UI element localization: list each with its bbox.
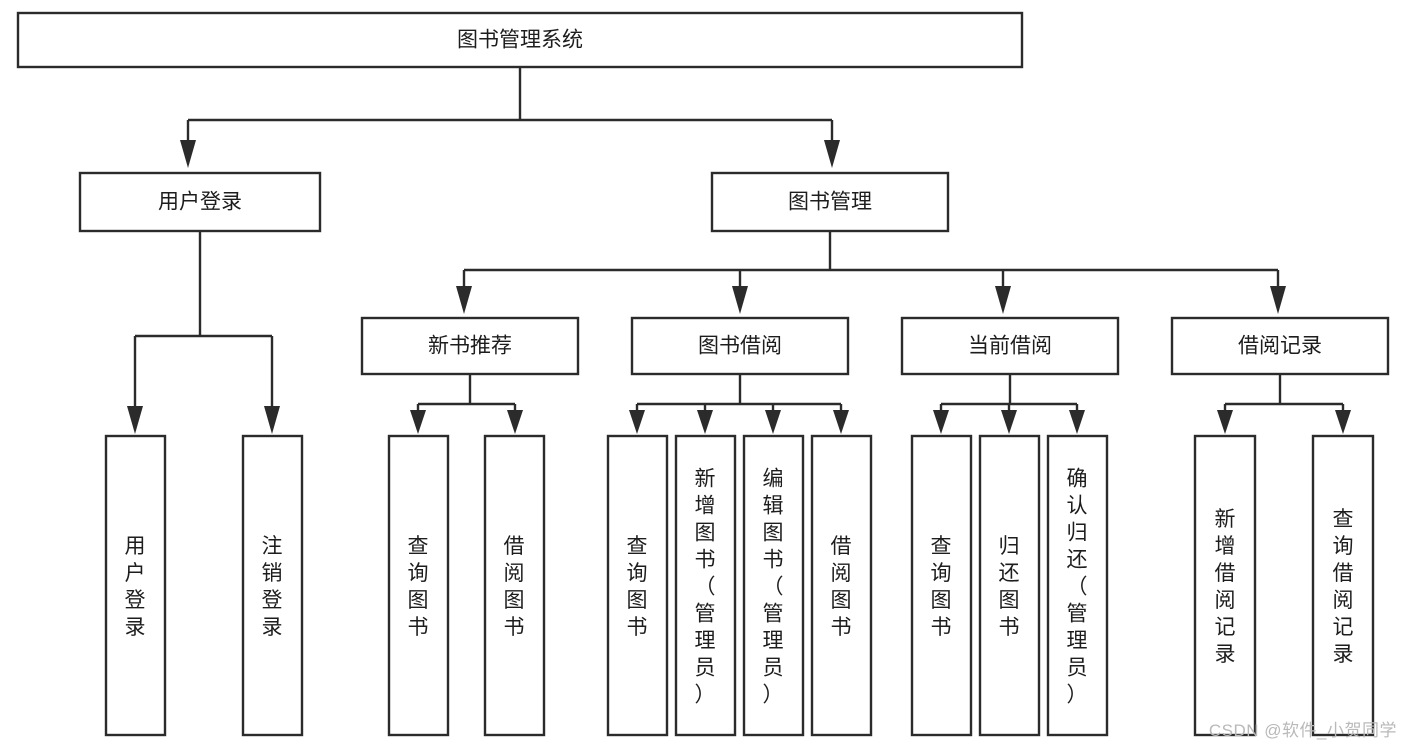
node-leaf-cur-confirm-return[interactable]: 确认归还（管理员）: [1046, 434, 1109, 737]
node-new-book-rec-box[interactable]: [360, 316, 580, 376]
arrow-head-leaf-user-logout: [264, 406, 280, 434]
node-leaf-borrow-edit-book-box[interactable]: [742, 434, 805, 737]
node-leaf-cur-confirm-return-box[interactable]: [1046, 434, 1109, 737]
node-new-book-rec[interactable]: 新书推荐: [360, 316, 580, 376]
node-leaf-cur-confirm-return-label: 确认归还（管理员）: [1067, 468, 1088, 707]
node-current-borrow[interactable]: 当前借阅: [900, 316, 1120, 376]
node-leaf-cur-return-book[interactable]: 归还图书: [978, 434, 1041, 737]
node-user-login[interactable]: 用户登录: [78, 171, 322, 233]
edge-book-manage-to-level3: [456, 231, 1286, 314]
edge-book-borrow-to-leaves: [629, 374, 849, 434]
edge-borrow-record-to-leaves: [1217, 374, 1351, 434]
arrow-head-book-manage: [824, 140, 840, 168]
node-leaf-borrow-query-book[interactable]: 查询图书: [606, 434, 669, 737]
node-leaf-rec-query-book-label: 查询图书: [408, 535, 429, 639]
arrow-head-leaf-borrow-edit-book: [765, 410, 781, 434]
node-leaf-user-login-label: 用户登录: [125, 535, 146, 639]
arrow-head-leaf-rec-add-record: [1217, 410, 1233, 434]
node-leaf-borrow-edit-book-label: 编辑图书（管理员）: [763, 468, 784, 707]
edge-user-login-to-leaves: [127, 231, 280, 434]
node-leaf-rec-query-book-box[interactable]: [387, 434, 450, 737]
node-leaf-borrow-borrow-book-box[interactable]: [810, 434, 873, 737]
node-leaf-user-logout-label: 注销登录: [262, 535, 283, 639]
arrow-head-leaf-cur-query-book: [933, 410, 949, 434]
node-root-label: 图书管理系统: [457, 29, 583, 52]
node-root[interactable]: 图书管理系统: [16, 11, 1024, 69]
arrow-head-leaf-borrow-add-book: [697, 410, 713, 434]
csdn-watermark: CSDN @软件_小贺同学: [1208, 721, 1397, 740]
node-user-login-box[interactable]: [78, 171, 322, 233]
node-borrow-record-box[interactable]: [1170, 316, 1390, 376]
node-leaf-rec-borrow-book-label: 借阅图书: [504, 535, 525, 639]
node-leaf-rec-query-book[interactable]: 查询图书: [387, 434, 450, 737]
node-leaf-rec-borrow-book[interactable]: 借阅图书: [483, 434, 546, 737]
arrow-head-leaf-borrow-borrow-book: [833, 410, 849, 434]
node-user-login-label: 用户登录: [158, 191, 242, 214]
node-leaf-rec-add-record-box[interactable]: [1193, 434, 1257, 737]
node-leaf-cur-query-book[interactable]: 查询图书: [910, 434, 973, 737]
node-book-borrow-box[interactable]: [630, 316, 850, 376]
node-current-borrow-box[interactable]: [900, 316, 1120, 376]
node-leaf-cur-query-book-label: 查询图书: [931, 535, 952, 639]
arrow-head-current-borrow: [995, 286, 1011, 314]
node-root-box[interactable]: [16, 11, 1024, 69]
arrow-head-book-borrow: [732, 286, 748, 314]
node-leaf-borrow-borrow-book[interactable]: 借阅图书: [810, 434, 873, 737]
node-leaf-borrow-edit-book[interactable]: 编辑图书（管理员）: [742, 434, 805, 737]
node-leaf-rec-query-record-label: 查询借阅记录: [1333, 508, 1354, 666]
node-leaf-user-login[interactable]: 用户登录: [104, 434, 167, 737]
node-leaf-rec-query-record-box[interactable]: [1311, 434, 1375, 737]
node-borrow-record[interactable]: 借阅记录: [1170, 316, 1390, 376]
node-book-manage[interactable]: 图书管理: [710, 171, 950, 233]
node-leaf-rec-query-record[interactable]: 查询借阅记录: [1311, 434, 1375, 737]
node-leaf-rec-add-record[interactable]: 新增借阅记录: [1193, 434, 1257, 737]
arrow-head-leaf-user-login: [127, 406, 143, 434]
edge-new-book-rec-to-leaves: [410, 374, 523, 434]
arrow-head-leaf-cur-confirm-return: [1069, 410, 1085, 434]
node-leaf-user-logout[interactable]: 注销登录: [241, 434, 304, 737]
arrow-head-borrow-record: [1270, 286, 1286, 314]
node-leaf-borrow-add-book-box[interactable]: [674, 434, 737, 737]
arrow-head-leaf-borrow-query-book: [629, 410, 645, 434]
arrow-head-leaf-rec-query-record: [1335, 410, 1351, 434]
node-leaf-borrow-query-book-box[interactable]: [606, 434, 669, 737]
node-leaf-borrow-add-book-label: 新增图书（管理员）: [695, 468, 716, 707]
node-borrow-record-label: 借阅记录: [1238, 335, 1322, 358]
node-leaf-borrow-borrow-book-label: 借阅图书: [831, 535, 852, 639]
arrow-head-leaf-cur-return-book: [1001, 410, 1017, 434]
node-book-manage-label: 图书管理: [788, 191, 872, 214]
node-leaf-cur-return-book-box[interactable]: [978, 434, 1041, 737]
node-current-borrow-label: 当前借阅: [968, 335, 1052, 358]
node-leaf-borrow-query-book-label: 查询图书: [627, 535, 648, 639]
arrow-head-leaf-rec-borrow-book: [507, 410, 523, 434]
node-leaf-cur-query-book-box[interactable]: [910, 434, 973, 737]
node-leaf-user-logout-box[interactable]: [241, 434, 304, 737]
node-book-borrow-label: 图书借阅: [698, 335, 782, 358]
arrow-head-new-book-rec: [456, 286, 472, 314]
node-leaf-rec-add-record-label: 新增借阅记录: [1215, 508, 1236, 666]
edge-current-borrow-to-leaves: [933, 374, 1085, 434]
node-book-borrow[interactable]: 图书借阅: [630, 316, 850, 376]
node-leaf-rec-borrow-book-box[interactable]: [483, 434, 546, 737]
edge-root-to-level2: [180, 67, 840, 168]
node-book-manage-box[interactable]: [710, 171, 950, 233]
node-new-book-rec-label: 新书推荐: [428, 335, 512, 358]
node-leaf-user-login-box[interactable]: [104, 434, 167, 737]
node-leaf-cur-return-book-label: 归还图书: [999, 535, 1020, 639]
arrow-head-leaf-rec-query-book: [410, 410, 426, 434]
node-leaf-borrow-add-book[interactable]: 新增图书（管理员）: [674, 434, 737, 737]
arrow-head-user-login: [180, 140, 196, 168]
